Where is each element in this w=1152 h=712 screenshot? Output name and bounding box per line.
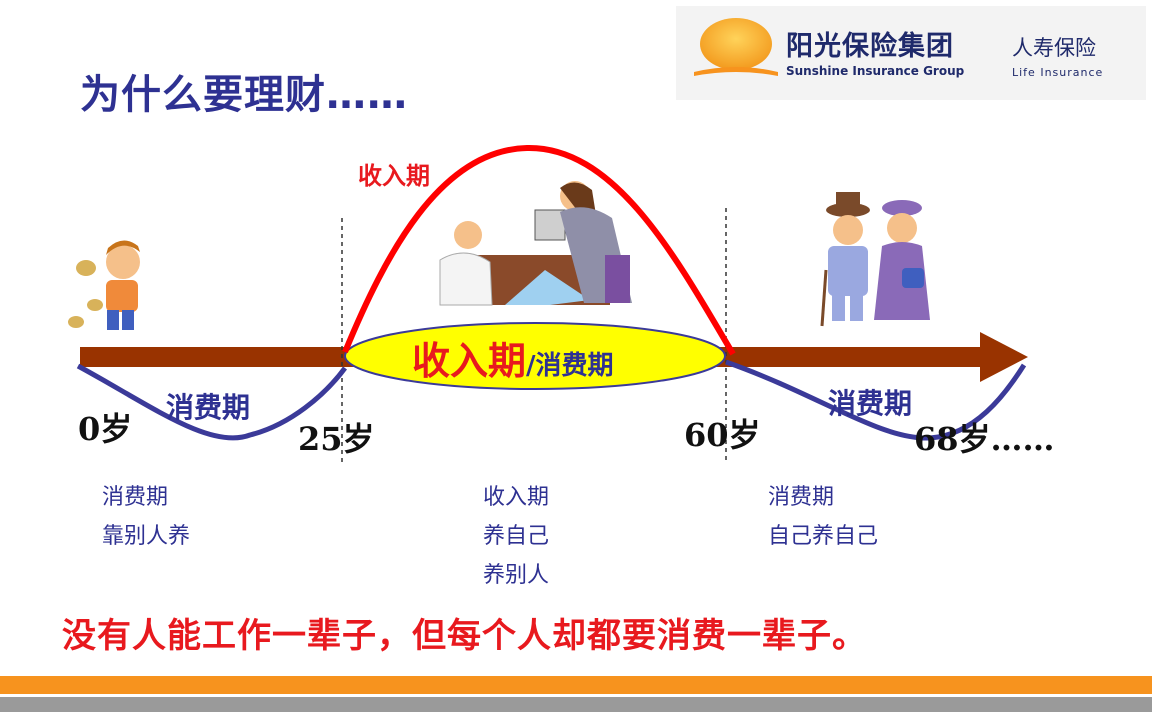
logo-name-en: Sunshine Insurance Group [786,64,965,78]
age-label-0: 0岁 [78,410,133,448]
phase-label-left: 消费期 [166,391,251,424]
elderly-couple-icon [820,192,930,327]
desc-line: 收入期 [483,485,550,510]
logo-sub-cn: 人寿保险 [1012,36,1096,60]
desc-line: 养别人 [483,563,550,588]
footer-stripe-gray [0,697,1152,712]
center-consume-label: /消费期 [526,351,614,381]
age-label-25: 25岁 [298,420,375,458]
desc-line: 靠别人养 [102,524,191,549]
desc-retirement: 消费期 自己养自己 [768,478,878,556]
desc-line: 自己养自己 [768,524,879,549]
age-label-68: 68岁…… [914,420,1055,458]
desc-working: 收入期 养自己 养别人 [483,478,549,595]
child-figure-icon [68,240,140,330]
logo-sub-en: Life Insurance [1012,66,1104,79]
life-cycle-diagram [68,144,1028,462]
consume-curve-right [725,359,1027,441]
income-curve [342,144,736,356]
desc-line: 消费期 [102,485,169,510]
desc-childhood: 消费期 靠别人养 [102,478,190,556]
center-income-label: 收入期 [412,339,527,383]
sun-logo-icon [694,18,778,76]
working-people-icon [439,181,632,306]
income-curve-label: 收入期 [358,162,430,190]
center-phase-label: 收入期/消费期 [412,330,614,385]
phase-label-right: 消费期 [828,387,913,420]
logo-name-cn: 阳光保险集团 [786,31,954,62]
consume-curve-left [76,363,348,441]
footer-stripe-orange [0,676,1152,694]
desc-line: 养自己 [483,524,550,549]
income-ellipse [344,322,726,390]
timeline-arrow-head [980,332,1028,382]
slogan: 没有人能工作一辈子，但每个人却都要消费一辈子。 [62,616,867,656]
desc-line: 消费期 [768,485,835,510]
page-title: 为什么要理财…… [80,72,408,118]
age-label-60: 60岁 [684,416,761,454]
